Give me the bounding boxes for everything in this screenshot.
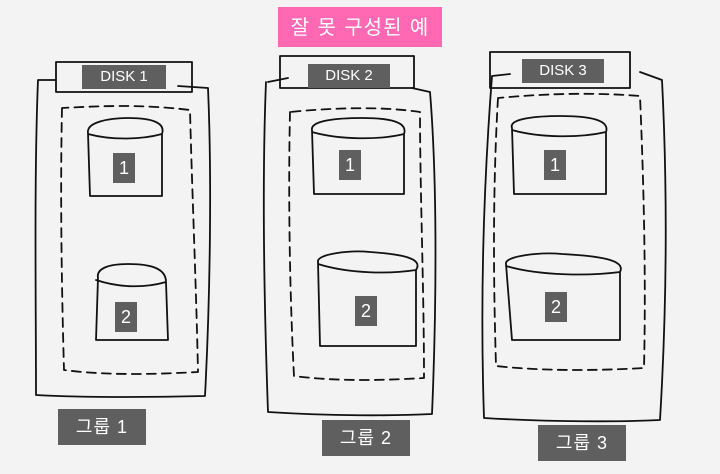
group-2-label: 그룹 2 [322,420,410,456]
group-3-label: 그룹 3 [538,425,626,461]
disk-1-cylinder-1 [87,117,164,197]
disk-3-slot-2: 2 [545,292,567,322]
diagram-title: 잘 못 구성된 예 [278,7,442,47]
disk-2-label-box [279,55,415,89]
disk-1-label-box [55,61,193,93]
disk-1-dashed-border [60,105,199,375]
disk-2-cylinder-1 [311,117,406,195]
disk-2-outer-border [262,77,437,417]
disk-2-slot-2: 2 [355,296,377,326]
disk-3-label-box [489,51,631,89]
group-1-label: 그룹 1 [58,409,146,445]
disk-2-label: DISK 2 [308,64,390,88]
disk-2-cylinder-2 [317,250,419,347]
disk-3-slot-1: 1 [544,150,566,180]
disk-1-cylinder-2 [95,263,169,341]
disk-1-outer-border [34,79,212,398]
disk-2-dashed-border [288,107,425,381]
disk-3-cylinder-1 [511,115,608,195]
disk-3-dashed-border [493,92,646,371]
disk-2-slot-1: 1 [339,150,361,180]
disk-3-label: DISK 3 [522,59,604,83]
disk-1-slot-1: 1 [113,153,135,183]
disk-3-outer-border [481,71,667,423]
disk-3-cylinder-2 [505,252,622,341]
disk-1-slot-2: 2 [115,302,137,332]
disk-1-label: DISK 1 [82,65,166,89]
